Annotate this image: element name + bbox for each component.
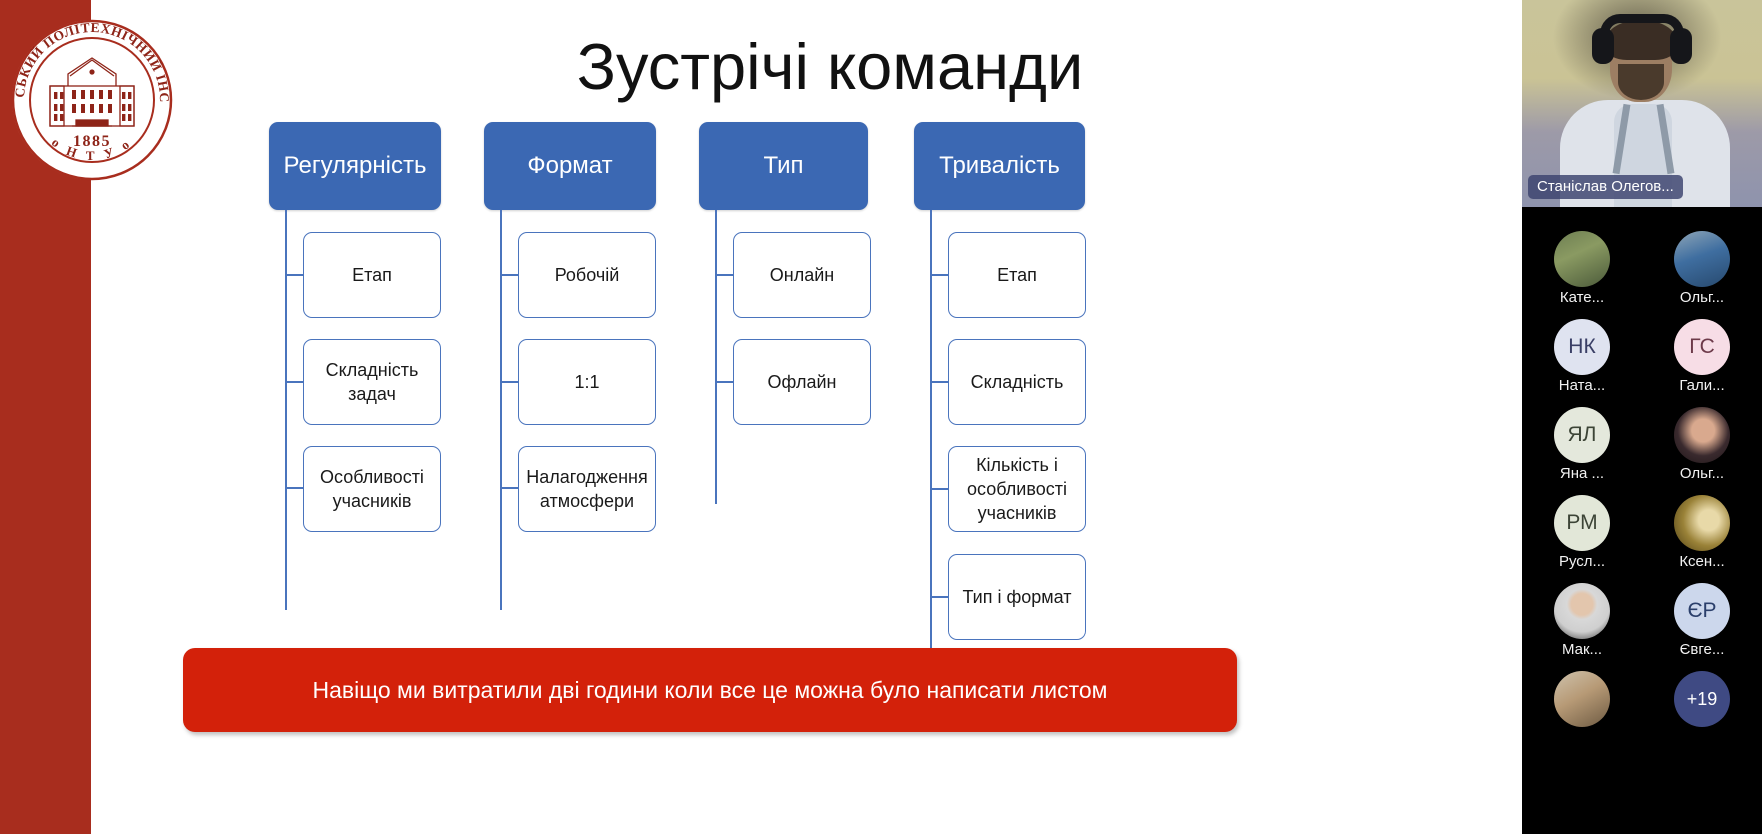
participant-tile[interactable]: ЄР Євге... [1642, 583, 1762, 671]
node-regularity-1[interactable]: Етап [303, 232, 441, 318]
avatar-initials-text: РМ [1566, 511, 1598, 534]
participant-grid: Кате... Ольг... НК Ната... ГС Гали... [1522, 207, 1762, 834]
node-regularity-2[interactable]: Складність задач [303, 339, 441, 425]
column-header-format[interactable]: Формат [484, 122, 656, 210]
avatar [1674, 495, 1730, 551]
node-type-1[interactable]: Онлайн [733, 232, 871, 318]
avatar [1554, 231, 1610, 287]
headphones-band-icon [1600, 14, 1684, 34]
node-duration-4[interactable]: Тип і формат [948, 554, 1086, 640]
avatar [1554, 583, 1610, 639]
node-regularity-3[interactable]: Особливості учасників [303, 446, 441, 532]
connector-branch [285, 274, 303, 276]
connector-trunk [500, 210, 502, 610]
callout-banner: Навіщо ми витратили дві години коли все … [183, 648, 1237, 732]
node-format-1[interactable]: Робочій [518, 232, 656, 318]
participant-name: Ольг... [1679, 289, 1725, 306]
connector-trunk [285, 210, 287, 610]
connector-branch [500, 381, 518, 383]
participant-overflow-tile[interactable]: +19 [1642, 671, 1762, 759]
connector-trunk [930, 210, 932, 715]
active-speaker-tile[interactable]: Станіслав Олегов... [1522, 0, 1762, 207]
connector-branch [715, 274, 733, 276]
avatar-initials: ЄР [1674, 583, 1730, 639]
participant-tile[interactable]: ГС Гали... [1642, 319, 1762, 407]
org-diagram: Регулярність Етап Складність задач Особл… [269, 122, 1086, 715]
avatar [1554, 671, 1610, 727]
presentation-slide: ХАРКІВСЬКИЙ ПОЛІТЕХНІЧНИЙ ІНСТИТУТ о Н Т… [0, 0, 1522, 834]
node-duration-3[interactable]: Кількість і особливості учасників [948, 446, 1086, 532]
column-header-type[interactable]: Тип [699, 122, 868, 210]
node-duration-2[interactable]: Складність [948, 339, 1086, 425]
participant-name: Ксен... [1679, 553, 1725, 570]
participant-name: Мак... [1561, 641, 1603, 658]
page-title: Зустрічі команди [576, 30, 1084, 103]
avatar-photo [1674, 231, 1730, 287]
avatar-initials: РМ [1554, 495, 1610, 551]
connector-branch [500, 487, 518, 489]
avatar-photo [1554, 583, 1610, 639]
avatar-initials-text: ЯЛ [1567, 423, 1597, 446]
avatar-initials: НК [1554, 319, 1610, 375]
avatar-photo [1554, 671, 1610, 727]
node-format-3[interactable]: Налагодження атмосфери [518, 446, 656, 532]
column-header-duration[interactable]: Тривалість [914, 122, 1085, 210]
avatar-photo [1674, 407, 1730, 463]
avatar-initials: ГС [1674, 319, 1730, 375]
connector-branch [930, 381, 948, 383]
column-header-regularity[interactable]: Регулярність [269, 122, 441, 210]
logo-year: 1885 [73, 133, 111, 150]
participant-tile[interactable]: Ольг... [1642, 231, 1762, 319]
participant-tile[interactable] [1522, 671, 1642, 759]
avatar-photo [1554, 231, 1610, 287]
headphone-right-icon [1670, 28, 1692, 64]
participant-name: Ольг... [1679, 465, 1725, 482]
headphone-left-icon [1592, 28, 1614, 64]
avatar [1674, 231, 1730, 287]
avatar-initials: ЯЛ [1554, 407, 1610, 463]
callout-banner-text: Навіщо ми витратили дві години коли все … [312, 676, 1108, 703]
connector-branch [715, 381, 733, 383]
avatar-photo [1674, 495, 1730, 551]
participant-tile[interactable]: Кате... [1522, 231, 1642, 319]
participant-name: Євге... [1679, 641, 1725, 658]
avatar-initials-text: ЄР [1687, 599, 1717, 622]
video-call-panel: Станіслав Олегов... Кате... Ольг... НК Н… [1522, 0, 1762, 834]
speaker-name-label: Станіслав Олегов... [1528, 175, 1683, 199]
node-type-2[interactable]: Офлайн [733, 339, 871, 425]
avatar-initials-text: НК [1568, 335, 1596, 358]
participant-tile[interactable]: Мак... [1522, 583, 1642, 671]
university-logo: ХАРКІВСЬКИЙ ПОЛІТЕХНІЧНИЙ ІНСТИТУТ о Н Т… [10, 18, 174, 182]
speaker-beard [1618, 64, 1664, 100]
avatar [1674, 407, 1730, 463]
connector-branch [930, 274, 948, 276]
participant-tile[interactable]: РМ Русл... [1522, 495, 1642, 583]
connector-branch [930, 596, 948, 598]
overflow-count-badge: +19 [1674, 671, 1730, 727]
connector-branch [285, 487, 303, 489]
connector-branch [930, 488, 948, 490]
participant-tile[interactable]: НК Ната... [1522, 319, 1642, 407]
participant-name: Гали... [1679, 377, 1725, 394]
connector-branch [285, 381, 303, 383]
participant-tile[interactable]: Ксен... [1642, 495, 1762, 583]
participant-tile[interactable]: ЯЛ Яна ... [1522, 407, 1642, 495]
node-format-2[interactable]: 1:1 [518, 339, 656, 425]
participant-name: Русл... [1558, 553, 1606, 570]
participant-name: Кате... [1559, 289, 1605, 306]
participant-name: Ната... [1558, 377, 1606, 394]
participant-tile[interactable]: Ольг... [1642, 407, 1762, 495]
connector-trunk [715, 210, 717, 504]
overflow-count-text: +19 [1686, 688, 1718, 709]
avatar-initials-text: ГС [1689, 335, 1715, 358]
connector-branch [500, 274, 518, 276]
participant-name: Яна ... [1559, 465, 1605, 482]
node-duration-1[interactable]: Етап [948, 232, 1086, 318]
